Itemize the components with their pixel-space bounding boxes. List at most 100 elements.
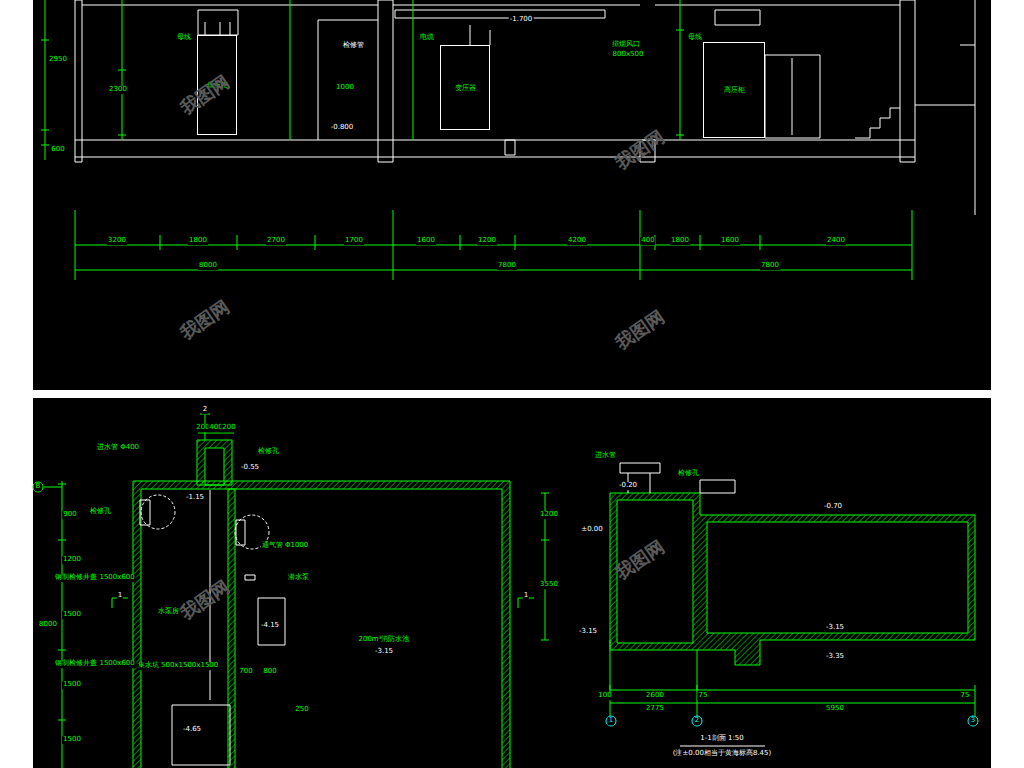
dimension-text: 进水管 Φ400	[96, 444, 140, 452]
equipment-label: 高压柜	[723, 85, 746, 95]
dimension-text: 2300	[108, 86, 128, 94]
dimension-text: 1800	[188, 237, 208, 245]
dimension-text: 通气管 Φ1000	[261, 542, 310, 550]
dimension-line	[41, 0, 912, 280]
dimension-text: -1.700	[509, 16, 534, 24]
dimension-text: 检修管	[342, 42, 365, 50]
watermark: 我图网	[611, 125, 669, 176]
dimension-text: 7800	[497, 262, 517, 270]
dimension-text: 1000	[335, 84, 355, 92]
dimension-text: 检修孔	[257, 448, 280, 456]
dimension-text: 2400	[826, 237, 846, 245]
dimension-line	[44, 414, 534, 768]
dimension-text: 1500	[62, 681, 82, 689]
dimension-text: -3.15	[825, 624, 845, 632]
dimension-text: 8000	[198, 262, 218, 270]
dimension-text: -4.65	[182, 726, 202, 734]
dimension-text: 75	[698, 692, 709, 700]
pool-wall	[133, 481, 510, 768]
dimension-text: -0.800	[330, 124, 355, 132]
dimension-text: 1600	[416, 237, 436, 245]
dimension-text: ±0.00	[580, 526, 603, 534]
dimension-text: 1200	[539, 511, 559, 519]
dimension-text: 3200	[107, 237, 127, 245]
dimension-text: 100	[597, 692, 612, 700]
dimension-text: 钢制检修井盖 1500x600	[54, 660, 136, 668]
title-underline	[680, 746, 765, 747]
dimension-text: 排烟风口	[611, 41, 641, 49]
dimension-text: 母线	[176, 34, 192, 42]
shaft-wall	[197, 440, 232, 485]
dimension-text: 4200	[567, 237, 587, 245]
watermark: 我图网	[176, 295, 234, 346]
dimension-text: 400	[640, 237, 655, 245]
dimension-text: 700	[238, 668, 253, 676]
section-outline	[75, 0, 975, 215]
partition-wall	[228, 489, 235, 768]
dimension-text: B	[35, 483, 42, 491]
dimension-text: 800x500	[612, 51, 645, 59]
section-wall	[610, 493, 975, 665]
dimension-text: -4.15	[260, 622, 280, 630]
watermark: 我图网	[611, 305, 669, 356]
dimension-text: 2	[694, 717, 700, 725]
dimension-text: 3	[970, 717, 976, 725]
dimension-text: 潜水泵	[287, 574, 310, 582]
dimension-text: 1-1剖面 1:50	[699, 735, 744, 743]
watermark: 我图网	[176, 70, 234, 121]
axis-bubble	[606, 716, 616, 726]
dimension-text: 母线	[687, 34, 703, 42]
dimension-text: 5950	[825, 705, 845, 713]
dimension-text: 1	[523, 592, 529, 600]
dimension-text: 1700	[344, 237, 364, 245]
equipment-box: 变压器	[440, 45, 490, 130]
dimension-text: -0.70	[823, 503, 843, 511]
dimension-text: 1500	[62, 736, 82, 744]
dimension-text: 2700	[266, 237, 286, 245]
dimension-text: 2	[202, 406, 208, 414]
dimension-text: 水泵房	[157, 608, 180, 616]
dimension-text: 进水管	[594, 452, 617, 460]
dimension-text: 集水坑 500x1500x1500	[137, 662, 220, 670]
axis-bubble	[692, 716, 702, 726]
dimension-text: -1.15	[185, 494, 205, 502]
dimension-text: 800	[262, 668, 277, 676]
dimension-text: 3550	[539, 581, 559, 589]
dimension-text: 8000	[38, 621, 58, 629]
dimension-text: 1500	[62, 611, 82, 619]
dimension-text: -3.35	[825, 653, 845, 661]
dimension-text: 2600	[645, 692, 665, 700]
equipment-label: 变压器	[454, 83, 477, 93]
equipment-outline	[140, 490, 285, 765]
dimension-text: -0.55	[240, 464, 260, 472]
bottom-panel	[33, 398, 991, 768]
watermark: 我图网	[176, 575, 234, 626]
dimension-text: 2775	[645, 705, 665, 713]
dimension-text: -3.15	[374, 648, 394, 656]
equipment-box: 高压柜	[703, 42, 765, 138]
dimension-text: 电缆	[419, 34, 435, 42]
dimension-text: -0.20	[618, 482, 638, 490]
axis-bubble	[968, 716, 978, 726]
dimension-line	[541, 493, 975, 716]
axis-bubble	[33, 482, 43, 492]
dimension-text: 1	[608, 717, 614, 725]
top-panel	[33, 0, 991, 390]
column	[75, 0, 915, 162]
dimension-text: 7800	[760, 262, 780, 270]
dimension-text: 检修孔	[89, 508, 112, 516]
dimension-text: 1600	[720, 237, 740, 245]
dimension-text: 75	[960, 692, 971, 700]
dimension-text: 钢制检修井盖 1500x600	[54, 574, 136, 582]
dimension-text: (注±0.00相当于黄海标高8.45)	[672, 750, 773, 758]
dimension-text: 1200	[62, 556, 82, 564]
dimension-text: 250	[294, 706, 309, 714]
watermark: 我图网	[611, 535, 669, 586]
dimension-text: 600	[50, 146, 65, 154]
dimension-text: 检修孔	[677, 470, 700, 478]
dimension-text: -3.15	[578, 628, 598, 636]
dimension-text: 200	[221, 424, 236, 432]
dimension-text: 1800	[670, 237, 690, 245]
